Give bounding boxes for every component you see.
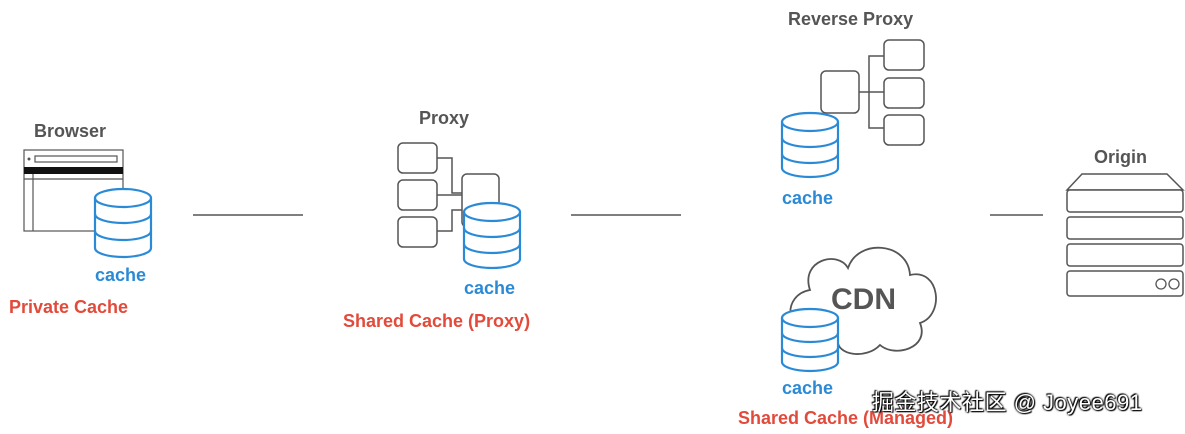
private-cache-label: Private Cache [9, 297, 129, 317]
browser-cache-label: cache [95, 265, 147, 285]
cdn-cache-label: cache [782, 378, 834, 398]
proxy-cache-label: cache [464, 278, 516, 298]
shared-cache-managed-label: Shared Cache (Managed) [738, 408, 954, 428]
cdn-title: CDN [831, 283, 896, 316]
reverse-proxy-cache-label: cache [782, 188, 834, 208]
database-icon-cdn [780, 307, 840, 373]
shared-cache-proxy-label: Shared Cache (Proxy) [343, 311, 531, 331]
origin-server-icon [1065, 173, 1185, 297]
origin-title: Origin [1094, 147, 1147, 167]
database-icon-browser [93, 187, 153, 259]
database-icon-reverse-proxy [780, 111, 840, 179]
reverse-proxy-network-icon [820, 39, 925, 146]
watermark-text: 掘金技术社区 @ Joyee691 [872, 390, 1143, 415]
proxy-title: Proxy [419, 108, 470, 128]
browser-title: Browser [34, 121, 107, 141]
reverse-proxy-title: Reverse Proxy [788, 9, 914, 29]
database-icon-proxy [462, 201, 522, 270]
